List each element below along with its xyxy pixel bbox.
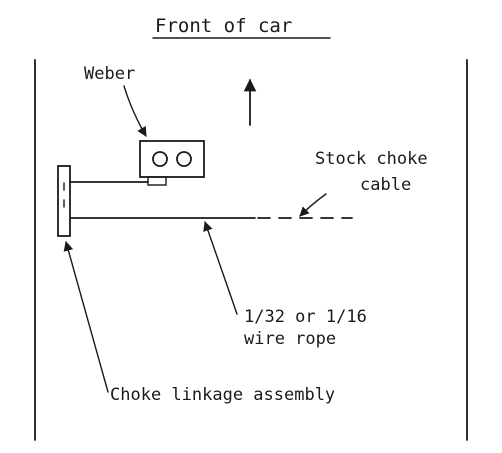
weber-label: Weber (84, 64, 135, 84)
weber-carburetor-body (139, 140, 205, 178)
linkage-label: Choke linkage assembly (110, 385, 335, 405)
wire-rope-label-line1: 1/32 or 1/16 (244, 307, 367, 327)
weber-throat-left (152, 151, 168, 167)
wire-rope-pointer (203, 221, 238, 315)
weber-choke-tab (147, 176, 167, 186)
weber-throat-right (176, 151, 192, 167)
stock-cable-label-line2: cable (360, 175, 411, 195)
stock-cable-label-line1: Stock choke (315, 149, 428, 169)
linkage-pointer (63, 241, 109, 393)
weber-pointer (123, 85, 147, 137)
choke-linkage-plate (57, 165, 71, 237)
diagram-title: Front of car (155, 15, 292, 37)
stock-cable-pointer (299, 193, 327, 217)
wire-rope-label-line2: wire rope (244, 329, 336, 349)
